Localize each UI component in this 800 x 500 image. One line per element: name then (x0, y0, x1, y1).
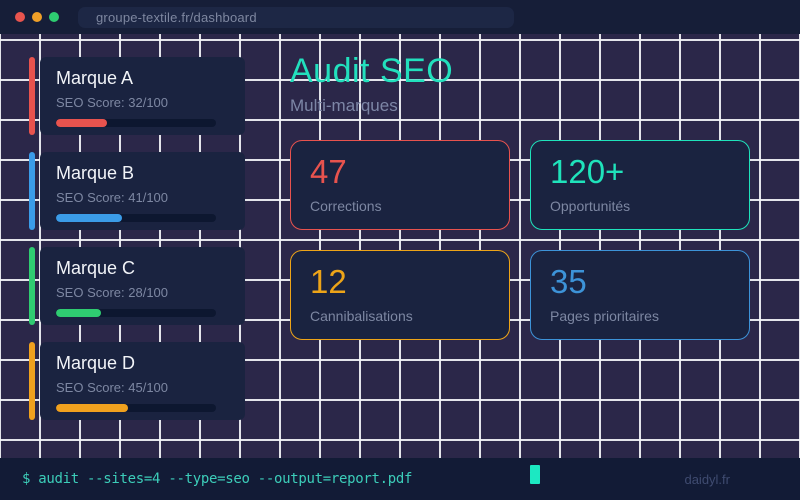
brand-card-marque-d[interactable]: Marque D SEO Score: 45/100 (0, 342, 260, 420)
stat-label: Corrections (310, 198, 382, 214)
seo-score-progress-fill (56, 309, 101, 317)
brand-name: Marque D (56, 353, 136, 373)
stat-value: 120+ (550, 153, 625, 190)
page-title: Audit SEO (290, 52, 454, 90)
stat-card-corrections: 47 Corrections (290, 140, 510, 230)
terminal-command: $ audit --sites=4 --type=seo --output=re… (22, 471, 413, 487)
brand-card-marque-b[interactable]: Marque B SEO Score: 41/100 (0, 152, 260, 230)
stats-grid: 47 Corrections 120+ Opportunités 12 Cann… (290, 140, 750, 340)
brand-card-marque-a[interactable]: Marque A SEO Score: 32/100 (0, 57, 260, 135)
terminal-cursor (530, 465, 540, 484)
brand-accent-bar (29, 247, 35, 325)
seo-score-progress-fill (56, 404, 128, 412)
browser-topbar: groupe-textile.fr/dashboard (0, 0, 800, 34)
brand-score-label: SEO Score: 45/100 (56, 380, 169, 395)
brand-name: Marque A (56, 68, 134, 88)
stat-value: 35 (550, 263, 587, 300)
brand-card-body: Marque B SEO Score: 41/100 (40, 152, 245, 230)
url-text: groupe-textile.fr/dashboard (96, 9, 257, 25)
brand-card-body: Marque D SEO Score: 45/100 (40, 342, 245, 420)
stat-label: Cannibalisations (310, 308, 413, 324)
brand-card-body: Marque C SEO Score: 28/100 (40, 247, 245, 325)
brand-name: Marque C (56, 258, 136, 278)
brand-accent-bar (29, 342, 35, 420)
page-subtitle: Multi-marques (290, 96, 398, 115)
brand-card-marque-c[interactable]: Marque C SEO Score: 28/100 (0, 247, 260, 325)
brand-score-label: SEO Score: 28/100 (56, 285, 169, 300)
brand-score-label: SEO Score: 41/100 (56, 190, 169, 205)
stat-label: Opportunités (550, 198, 631, 214)
brand-accent-bar (29, 57, 35, 135)
watermark-label: daidyl.fr (684, 471, 730, 487)
stat-card-cannibalisations: 12 Cannibalisations (290, 250, 510, 340)
brand-name: Marque B (56, 163, 135, 183)
brand-card-body: Marque A SEO Score: 32/100 (40, 57, 245, 135)
seo-score-progressbar (56, 404, 216, 412)
window-close-icon[interactable] (15, 12, 25, 22)
seo-score-progressbar (56, 119, 216, 127)
stat-value: 47 (310, 153, 347, 190)
window-minimize-icon[interactable] (32, 12, 42, 22)
window-maximize-icon[interactable] (49, 12, 59, 22)
page-header: Audit SEO Multi-marques (290, 52, 453, 116)
dashboard-canvas: Marque A SEO Score: 32/100 Marque B SEO … (0, 34, 800, 458)
stat-label: Pages prioritaires (550, 308, 659, 324)
stat-card-pages-prioritaires: 35 Pages prioritaires (530, 250, 750, 340)
terminal-bar[interactable]: $ audit --sites=4 --type=seo --output=re… (0, 458, 800, 500)
seo-score-progressbar (56, 309, 216, 317)
brand-accent-bar (29, 152, 35, 230)
stat-card-opportunites: 120+ Opportunités (530, 140, 750, 230)
stat-value: 12 (310, 263, 347, 300)
seo-score-progress-fill (56, 214, 122, 222)
seo-score-progress-fill (56, 119, 108, 127)
url-bar[interactable]: groupe-textile.fr/dashboard (78, 6, 514, 28)
brand-score-label: SEO Score: 32/100 (56, 95, 169, 110)
seo-score-progressbar (56, 214, 216, 222)
